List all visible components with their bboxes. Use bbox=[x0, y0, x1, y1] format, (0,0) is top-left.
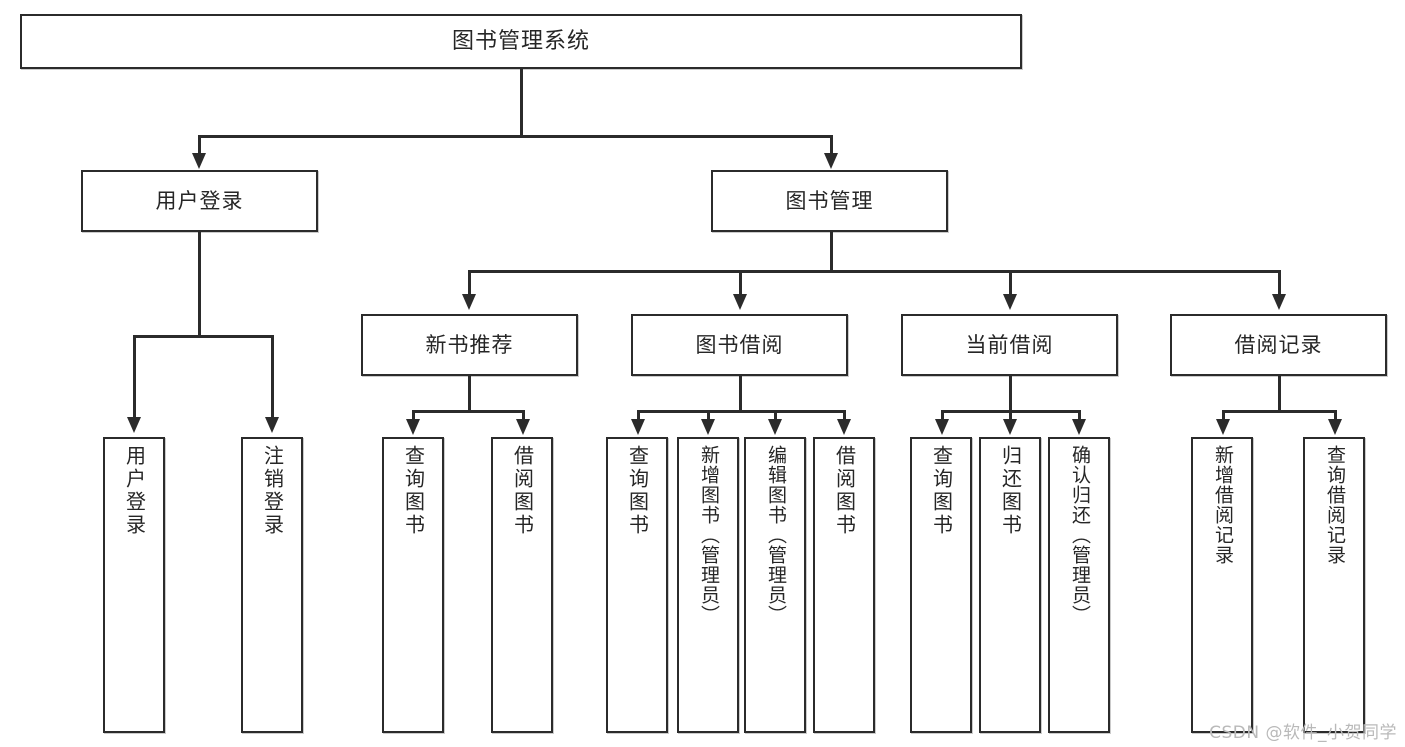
edge-nbr-bus bbox=[412, 410, 524, 413]
edge-bb-bus bbox=[637, 410, 845, 413]
arrow-to-leaf-query-record bbox=[1328, 419, 1342, 435]
node-book-management-system[interactable]: 图书管理系统 bbox=[20, 14, 1022, 69]
arrow-to-leaf-query-book-2 bbox=[631, 419, 645, 435]
node-leaf-query-book-current[interactable]: 查询图书 bbox=[910, 437, 972, 733]
edge-nbr-to-leaf-2 bbox=[522, 410, 525, 421]
arrow-to-book-management bbox=[824, 153, 838, 169]
node-label: 查询借阅记录 bbox=[1323, 445, 1346, 565]
edge-user-login-stem bbox=[198, 232, 201, 335]
arrow-to-leaf-user-login bbox=[127, 417, 141, 433]
arrow-to-leaf-borrow-book-2 bbox=[837, 419, 851, 435]
arrow-to-book-borrow bbox=[733, 294, 747, 310]
edge-user-login-to-leaf-2 bbox=[271, 335, 274, 419]
node-label: 查询图书 bbox=[929, 445, 954, 537]
node-leaf-user-login[interactable]: 用户登录 bbox=[103, 437, 165, 733]
node-label: 借阅图书 bbox=[832, 445, 857, 537]
edge-book-management-bus bbox=[468, 270, 1280, 273]
edge-root-stem bbox=[520, 69, 523, 135]
arrow-to-new-book-recommend bbox=[462, 294, 476, 310]
arrow-to-leaf-query-book-3 bbox=[935, 419, 949, 435]
node-label: 借阅图书 bbox=[510, 445, 535, 537]
node-leaf-return-book[interactable]: 归还图书 bbox=[979, 437, 1041, 733]
edge-br-bus bbox=[1222, 410, 1336, 413]
edge-root-to-user-login bbox=[198, 135, 201, 157]
edge-bb-to-leaf-2 bbox=[707, 410, 710, 421]
edge-cb-stem bbox=[1009, 376, 1012, 410]
node-label: 查询图书 bbox=[401, 445, 426, 537]
node-book-management[interactable]: 图书管理 bbox=[711, 170, 948, 232]
node-borrow-record[interactable]: 借阅记录 bbox=[1170, 314, 1387, 376]
node-label: 当前借阅 bbox=[965, 332, 1054, 357]
edge-br-to-leaf-1 bbox=[1222, 410, 1225, 421]
arrow-to-borrow-record bbox=[1272, 294, 1286, 310]
edge-bb-to-leaf-4 bbox=[843, 410, 846, 421]
node-label: 用户登录 bbox=[122, 445, 147, 537]
node-label: 查询图书 bbox=[625, 445, 650, 537]
edge-user-login-bus bbox=[133, 335, 273, 338]
edge-bm-to-book-borrow bbox=[739, 270, 742, 296]
node-leaf-add-borrow-record[interactable]: 新增借阅记录 bbox=[1191, 437, 1253, 733]
node-label: 图书管理 bbox=[785, 188, 874, 213]
node-user-login[interactable]: 用户登录 bbox=[81, 170, 318, 232]
edge-root-to-book-management bbox=[830, 135, 833, 157]
node-label: 图书借阅 bbox=[695, 332, 784, 357]
edge-nbr-stem bbox=[468, 376, 471, 410]
node-leaf-query-book-borrow[interactable]: 查询图书 bbox=[606, 437, 668, 733]
arrow-to-leaf-edit-book bbox=[768, 419, 782, 435]
node-leaf-edit-book[interactable]: 编辑图书（管理员） bbox=[744, 437, 806, 733]
edge-bb-to-leaf-1 bbox=[637, 410, 640, 421]
node-leaf-query-book-recommend[interactable]: 查询图书 bbox=[382, 437, 444, 733]
node-label: 用户登录 bbox=[155, 188, 244, 213]
node-label: 图书管理系统 bbox=[451, 28, 590, 54]
node-label: 新书推荐 bbox=[425, 332, 514, 357]
node-current-borrow[interactable]: 当前借阅 bbox=[901, 314, 1118, 376]
arrow-to-leaf-confirm-return bbox=[1072, 419, 1086, 435]
node-leaf-query-borrow-record[interactable]: 查询借阅记录 bbox=[1303, 437, 1365, 733]
edge-cb-to-leaf-1 bbox=[941, 410, 944, 421]
node-leaf-add-book[interactable]: 新增图书（管理员） bbox=[677, 437, 739, 733]
node-label: 借阅记录 bbox=[1234, 332, 1323, 357]
edge-br-stem bbox=[1278, 376, 1281, 410]
arrow-to-leaf-query-book-1 bbox=[406, 419, 420, 435]
node-book-borrow[interactable]: 图书借阅 bbox=[631, 314, 848, 376]
edge-cb-to-leaf-3 bbox=[1078, 410, 1081, 421]
edge-bm-to-new-book bbox=[468, 270, 471, 296]
edge-nbr-to-leaf-1 bbox=[412, 410, 415, 421]
node-label: 新增图书（管理员） bbox=[697, 445, 720, 625]
arrow-to-current-borrow bbox=[1003, 294, 1017, 310]
node-leaf-confirm-return[interactable]: 确认归还（管理员） bbox=[1048, 437, 1110, 733]
arrow-to-leaf-return-book bbox=[1003, 419, 1017, 435]
arrow-to-leaf-add-book bbox=[701, 419, 715, 435]
node-label: 确认归还（管理员） bbox=[1068, 445, 1091, 625]
arrow-to-leaf-add-record bbox=[1216, 419, 1230, 435]
node-label: 归还图书 bbox=[998, 445, 1023, 537]
node-leaf-user-logout[interactable]: 注销登录 bbox=[241, 437, 303, 733]
edge-bm-to-borrow-record bbox=[1278, 270, 1281, 296]
node-label: 新增借阅记录 bbox=[1211, 445, 1234, 565]
edge-bb-to-leaf-3 bbox=[774, 410, 777, 421]
edge-root-bus bbox=[198, 135, 832, 138]
edge-br-to-leaf-2 bbox=[1334, 410, 1337, 421]
node-leaf-borrow-book[interactable]: 借阅图书 bbox=[813, 437, 875, 733]
node-leaf-borrow-book-recommend[interactable]: 借阅图书 bbox=[491, 437, 553, 733]
node-label: 注销登录 bbox=[260, 445, 285, 537]
edge-book-management-stem bbox=[830, 232, 833, 270]
arrow-to-leaf-user-logout bbox=[265, 417, 279, 433]
edge-cb-to-leaf-2 bbox=[1009, 410, 1012, 421]
arrow-to-leaf-borrow-book-1 bbox=[516, 419, 530, 435]
arrow-to-user-login bbox=[192, 153, 206, 169]
node-label: 编辑图书（管理员） bbox=[764, 445, 787, 625]
edge-bm-to-current-borrow bbox=[1009, 270, 1012, 296]
edge-user-login-to-leaf-1 bbox=[133, 335, 136, 419]
edge-bb-stem bbox=[739, 376, 742, 410]
node-new-book-recommend[interactable]: 新书推荐 bbox=[361, 314, 578, 376]
